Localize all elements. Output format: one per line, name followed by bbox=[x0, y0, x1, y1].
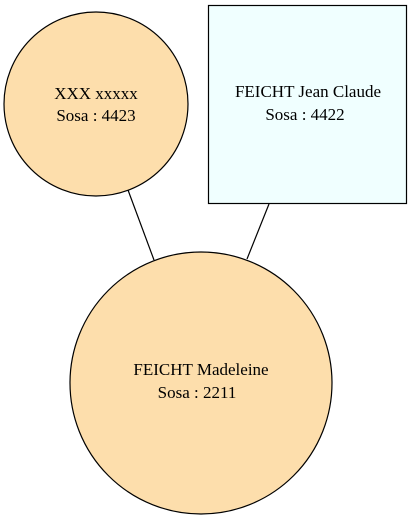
node-father-box bbox=[207, 4, 408, 205]
node-child-circle bbox=[69, 251, 333, 515]
edge-father-to-child bbox=[246, 203, 270, 260]
node-mother-name: XXX xxxxx bbox=[54, 84, 138, 103]
node-child-sosa: Sosa : 2211 bbox=[158, 383, 237, 402]
edge-mother-to-child bbox=[127, 189, 155, 261]
node-mother-circle bbox=[3, 11, 189, 197]
node-mother[interactable]: XXX xxxxx Sosa : 4423 bbox=[3, 11, 189, 197]
node-mother-sosa: Sosa : 4423 bbox=[56, 106, 135, 125]
node-child[interactable]: FEICHT Madeleine Sosa : 2211 bbox=[69, 251, 333, 515]
node-child-name: FEICHT Madeleine bbox=[133, 360, 268, 379]
node-father[interactable]: FEICHT Jean Claude Sosa : 4422 bbox=[207, 4, 408, 205]
node-father-name: FEICHT Jean Claude bbox=[235, 82, 381, 101]
node-father-sosa: Sosa : 4422 bbox=[265, 105, 344, 124]
